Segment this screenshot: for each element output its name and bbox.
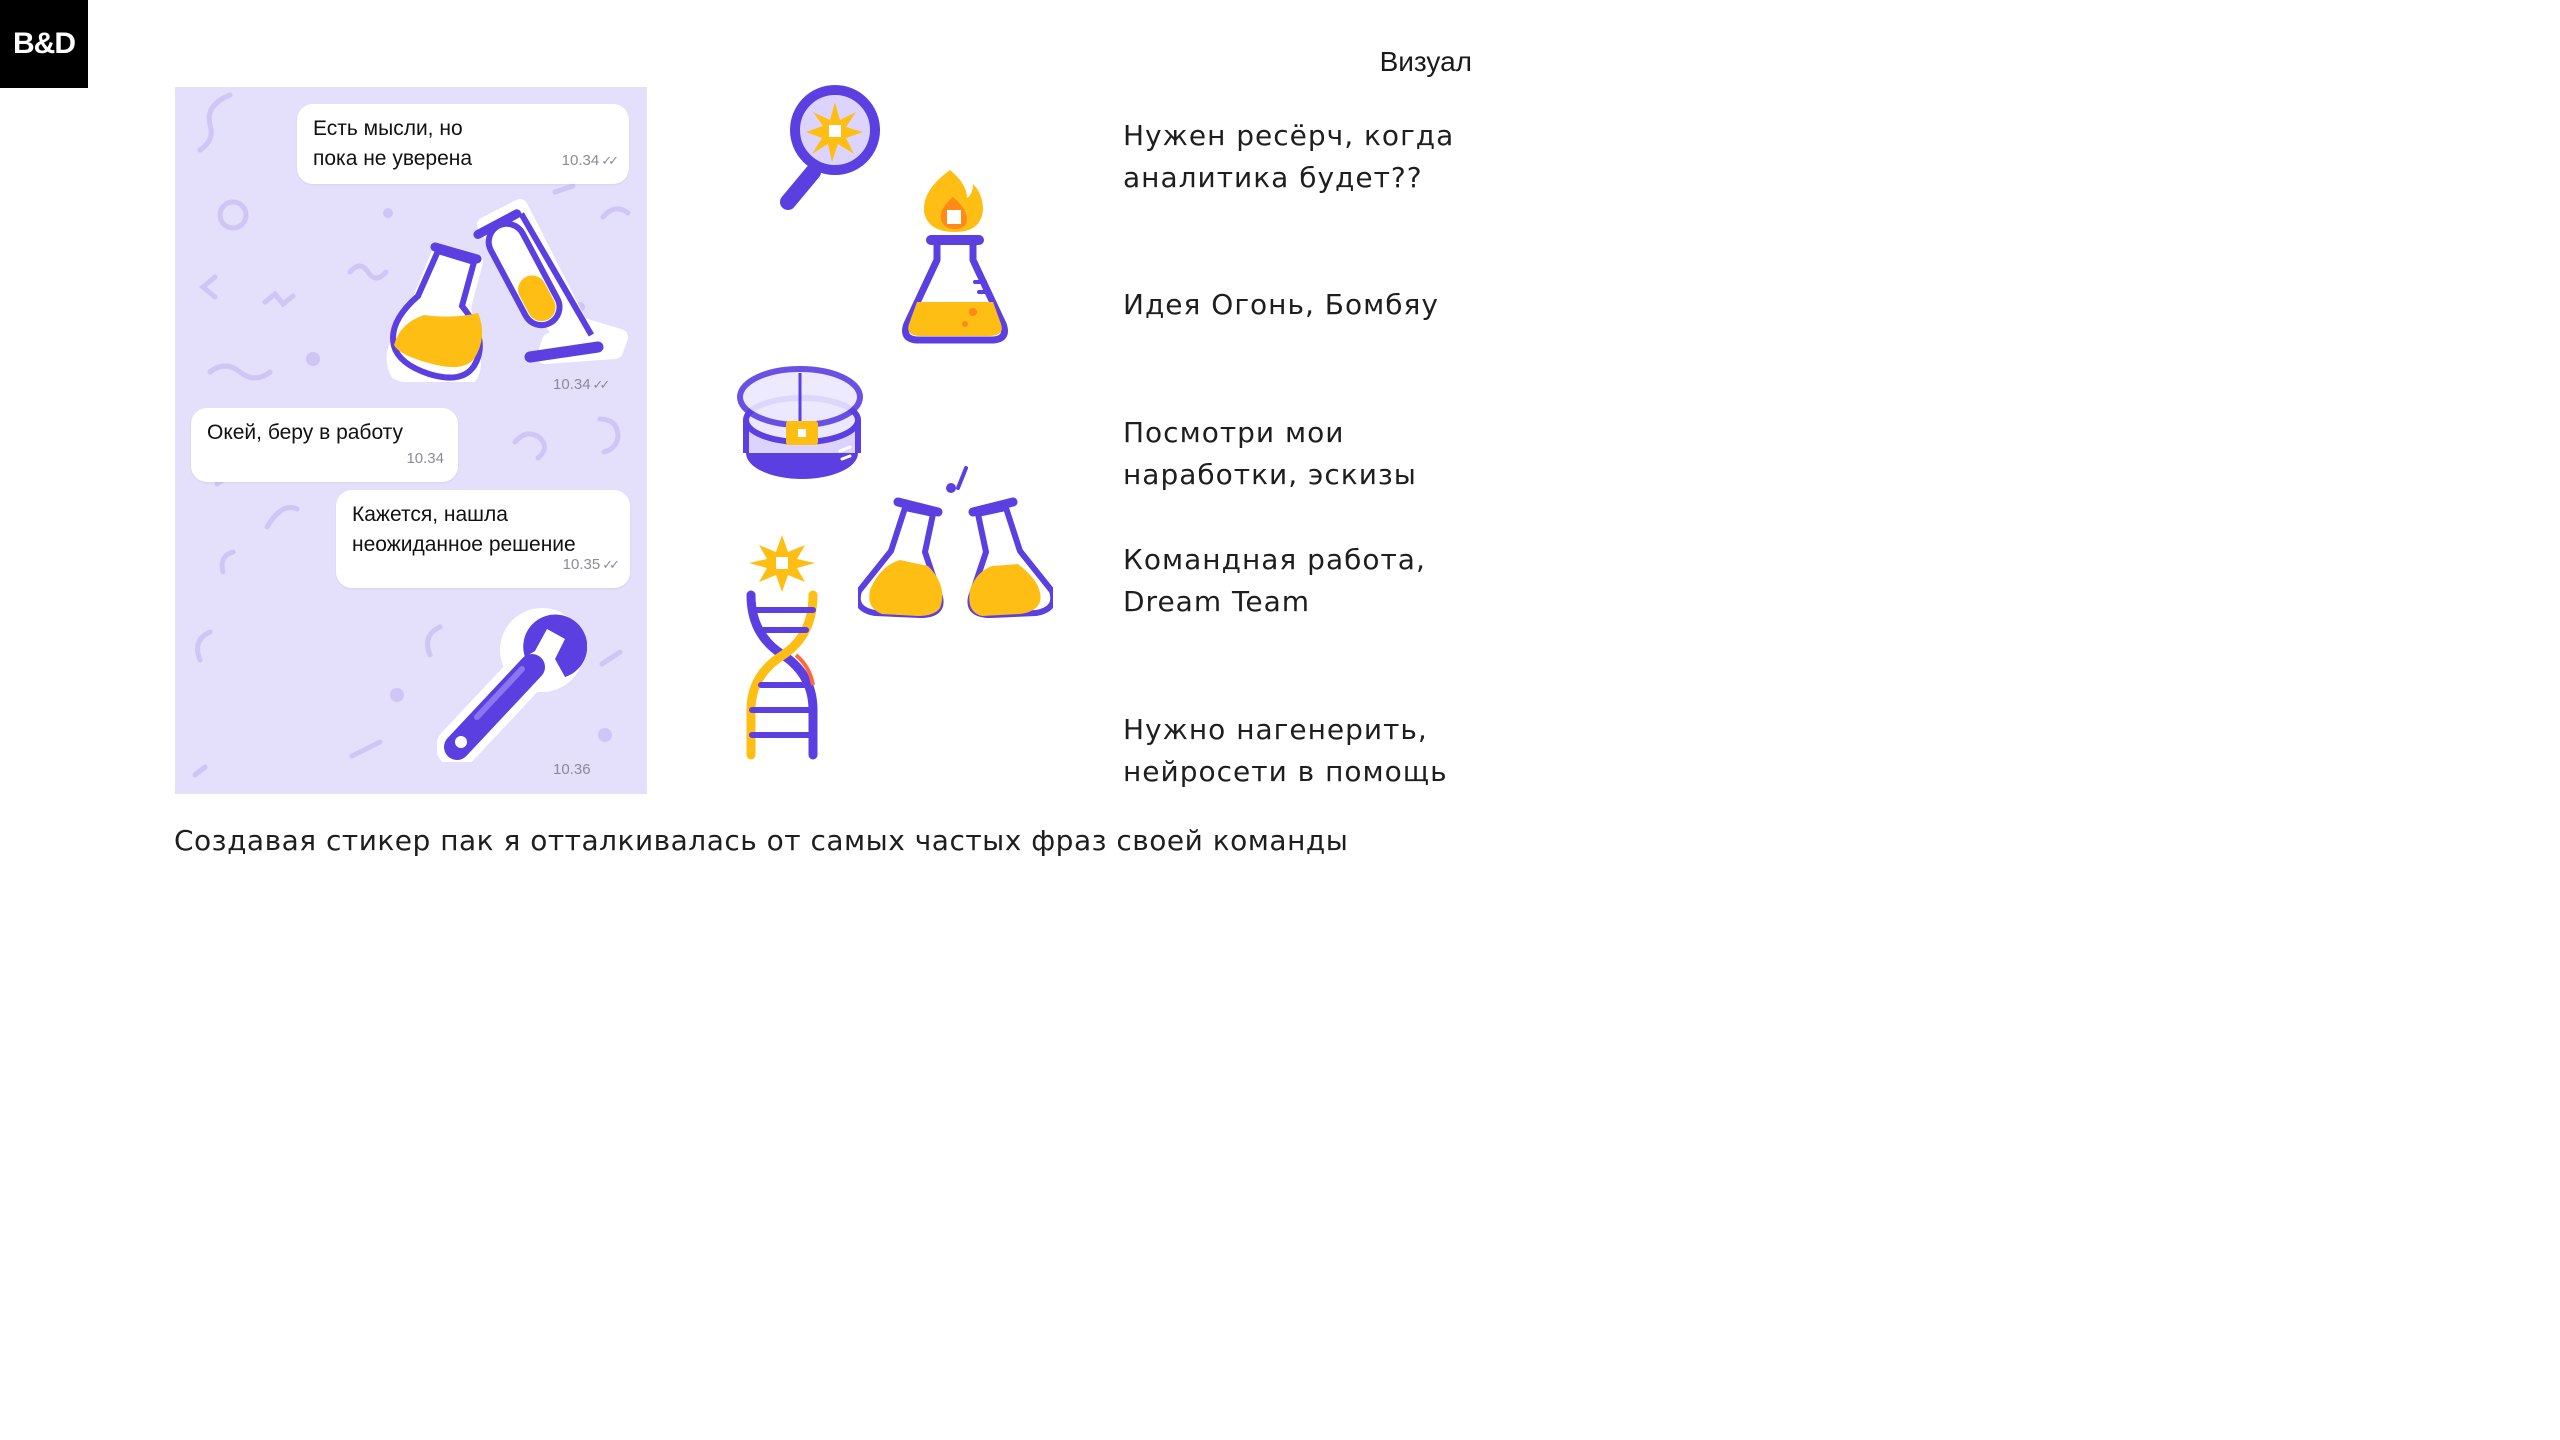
burning-flask-icon <box>895 162 1015 351</box>
message-bubble: Есть мысли, но пока не уверена 10.34✓✓ <box>297 104 629 184</box>
phrase-look-drafts: Посмотри мои наработки, эскизы <box>1123 416 1417 491</box>
phrase-neural-nets: Нужно нагенерить, нейросети в помощь <box>1123 713 1448 788</box>
chat-background-pattern <box>192 92 631 778</box>
slide-caption: Создавая стикер пак я отталкивалась от с… <box>174 824 1349 857</box>
read-ticks-icon: ✓✓ <box>602 557 620 572</box>
message-text: Есть мысли, но пока не уверена <box>313 117 473 170</box>
message-text: Окей, беру в работу <box>207 421 404 444</box>
clinking-flasks-icon <box>386 199 628 382</box>
phrase-research: Нужен ресёрч, когда аналитика будет?? <box>1123 119 1455 194</box>
wrench-icon <box>437 608 587 762</box>
message-time: 10.35✓✓ <box>562 556 620 573</box>
petri-dish-icon <box>735 362 865 487</box>
message-bubble: Кажется, нашла неожиданное решение 10.35… <box>336 490 630 588</box>
dna-icon <box>741 528 823 765</box>
message-bubble: Окей, беру в работу 10.34 <box>191 408 458 482</box>
brand-logo: B&D <box>0 0 88 88</box>
chat-mockup: Есть мысли, но пока не уверена 10.34✓✓ 1… <box>175 87 647 794</box>
phrase-idea-fire: Идея Огонь, Бомбяу <box>1123 288 1439 321</box>
cheers-flasks-icon <box>858 466 1053 627</box>
section-title: Визуал <box>1379 46 1472 77</box>
magnifier-icon <box>772 76 888 218</box>
message-text: Кажется, нашла неожиданное решение <box>352 503 576 556</box>
sticker-time: 10.34✓✓ <box>553 376 611 393</box>
phrase-teamwork: Командная работа, Dream Team <box>1123 543 1426 618</box>
read-ticks-icon: ✓✓ <box>601 153 619 168</box>
message-time: 10.34✓✓ <box>561 152 619 169</box>
sticker-time: 10.36 <box>553 761 591 778</box>
read-ticks-icon: ✓✓ <box>592 377 611 392</box>
message-time: 10.34 <box>406 450 444 467</box>
